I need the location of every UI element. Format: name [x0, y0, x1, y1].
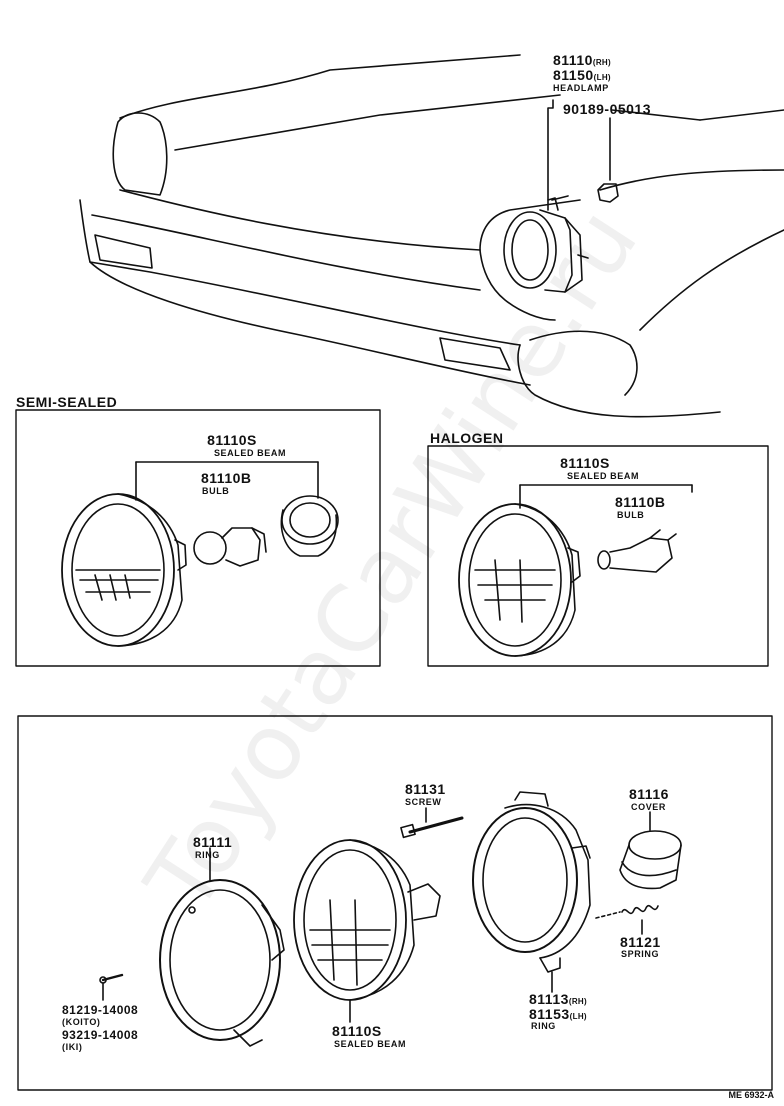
cover-name: COVER	[631, 802, 667, 812]
halogen-bulb-no: 81110B	[615, 494, 666, 510]
exploded-beam-no: 81110S	[332, 1023, 382, 1039]
exploded-beam-name: SEALED BEAM	[334, 1039, 407, 1049]
ring-part-no: 81111	[193, 834, 233, 850]
semi-sealed-title: SEMI-SEALED	[16, 394, 118, 410]
ring-lh-number: 81153(LH)	[529, 1007, 587, 1021]
headlamp-rh-part-no: 81110	[553, 52, 593, 68]
halogen-beam-no: 81110S	[560, 455, 610, 471]
semi-sealed-beam-no: 81110S	[207, 432, 257, 448]
spring-name: SPRING	[621, 949, 660, 959]
headlamp-lh-part-no: 81150	[553, 67, 594, 83]
headlamp-rh-number: 81110(RH)	[553, 53, 611, 67]
ring-lh-part-no: 81153	[529, 1006, 570, 1022]
halogen-bulb-name: BULB	[617, 510, 645, 520]
screw-name: SCREW	[405, 797, 442, 807]
spring-part-no: 81121	[620, 934, 661, 950]
headlamp-name: HEADLAMP	[553, 83, 609, 93]
clip-part-no: 90189-05013	[563, 101, 652, 117]
ring-rh-suffix: (RH)	[568, 997, 587, 1006]
ring-lh-suffix: (LH)	[569, 1012, 587, 1021]
car-front-illustration	[79, 54, 784, 418]
headlamp-lh-suffix: (LH)	[593, 73, 611, 82]
ring-name: RING	[195, 850, 220, 860]
headlamp-rh-suffix: (RH)	[592, 58, 611, 67]
cover-part-no: 81116	[629, 786, 669, 802]
bolt-iki-maker: (IKI)	[62, 1042, 83, 1052]
semi-sealed-bulb-name: BULB	[202, 486, 230, 496]
exploded-view-illustration	[17, 715, 773, 1091]
semi-sealed-illustration	[15, 409, 381, 667]
screw-part-no: 81131	[405, 781, 446, 797]
halogen-beam-name: SEALED BEAM	[566, 471, 640, 481]
footer-code: ME 6932-A	[728, 1090, 774, 1100]
bolt-koito-part-no: 81219-14008	[62, 1003, 139, 1017]
bolt-iki-part-no: 93219-14008	[62, 1028, 139, 1042]
halogen-illustration	[427, 445, 769, 667]
ring2-name: RING	[531, 1021, 556, 1031]
semi-sealed-bulb-no: 81110B	[201, 470, 252, 486]
semi-sealed-beam-name: SEALED BEAM	[213, 448, 287, 458]
headlamp-lh-number: 81150(LH)	[553, 68, 611, 82]
bolt-koito-maker: (KOITO)	[62, 1017, 101, 1027]
halogen-title: HALOGEN	[430, 430, 504, 446]
ring-rh-part-no: 81113	[529, 991, 569, 1007]
ring-rh-number: 81113(RH)	[529, 992, 587, 1006]
